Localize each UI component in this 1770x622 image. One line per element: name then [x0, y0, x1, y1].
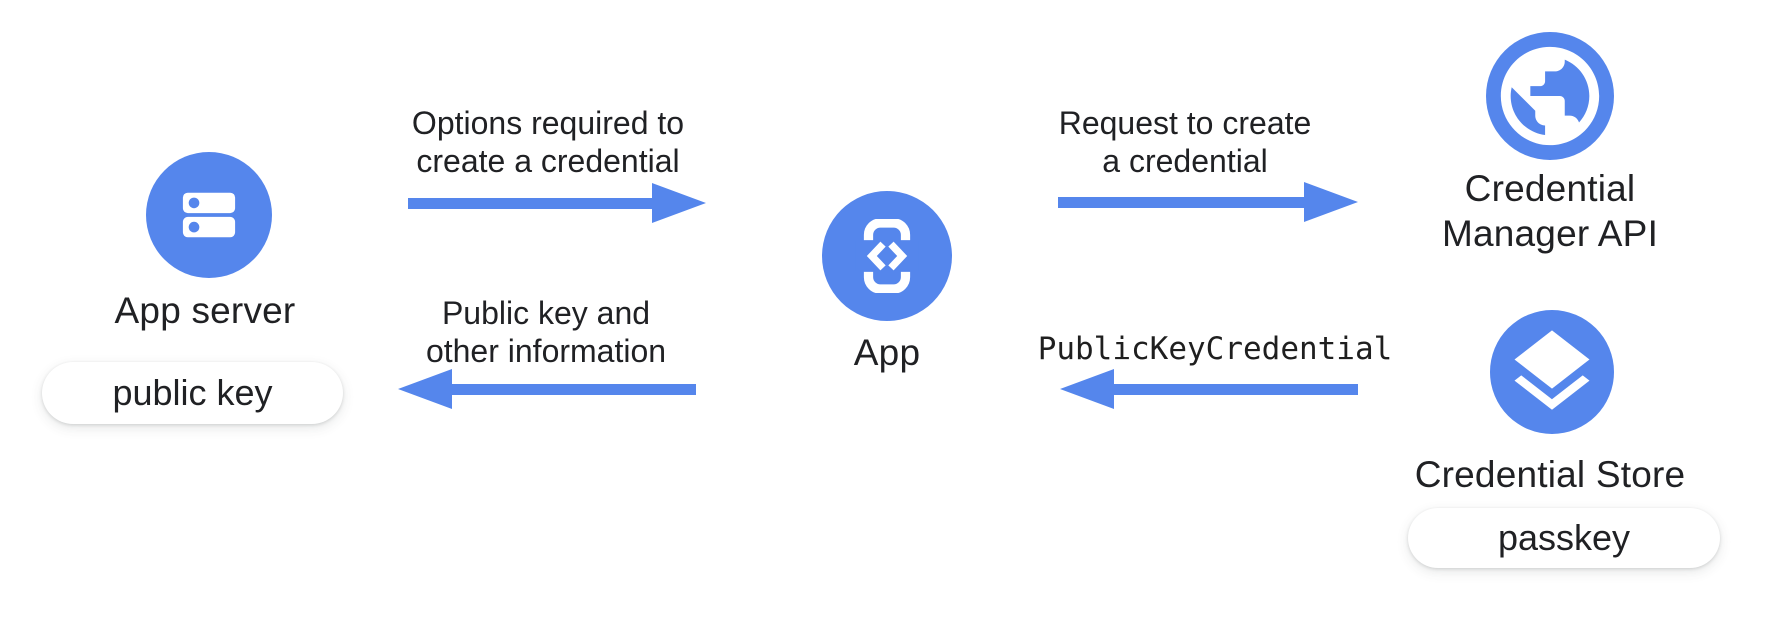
- credential-store-label: Credential Store: [1414, 454, 1686, 495]
- phone-code-icon: [855, 219, 919, 293]
- arrow-request-shaft: [1058, 197, 1306, 208]
- arrow-request-head-right-icon: [1304, 182, 1358, 222]
- credential-manager-api-node: [1486, 32, 1614, 160]
- arrow-options-shaft: [408, 198, 654, 209]
- app-server-label: App server: [114, 290, 296, 331]
- globe-icon: [1500, 46, 1600, 146]
- arrow-public-key-credential-head-left-icon: [1060, 369, 1114, 409]
- passkey-pill-label: passkey: [1497, 517, 1631, 558]
- arrow-request-label: Request to create a credential: [1058, 105, 1312, 179]
- arrow-public-key-info-label: Public key and other information: [425, 295, 667, 369]
- app-node: [822, 191, 952, 321]
- arrow-public-key-credential-label: PublicKeyCredential: [1037, 331, 1393, 367]
- arrow-public-key-info-head-left-icon: [398, 369, 452, 409]
- layers-icon: [1514, 330, 1590, 410]
- arrow-public-key-info-shaft: [450, 384, 696, 395]
- credential-manager-api-label: Credential Manager API: [1441, 168, 1659, 254]
- credential-store-node: [1490, 310, 1614, 434]
- arrow-public-key-credential-shaft: [1112, 384, 1358, 395]
- arrow-options-label: Options required to create a credential: [411, 105, 685, 179]
- public-key-pill: public key: [42, 362, 343, 424]
- public-key-pill-label: public key: [112, 372, 273, 413]
- server-icon: [182, 192, 236, 238]
- app-server-node: [146, 152, 272, 278]
- passkey-pill: passkey: [1408, 508, 1720, 568]
- app-label: App: [853, 332, 921, 373]
- arrow-options-head-right-icon: [652, 183, 706, 223]
